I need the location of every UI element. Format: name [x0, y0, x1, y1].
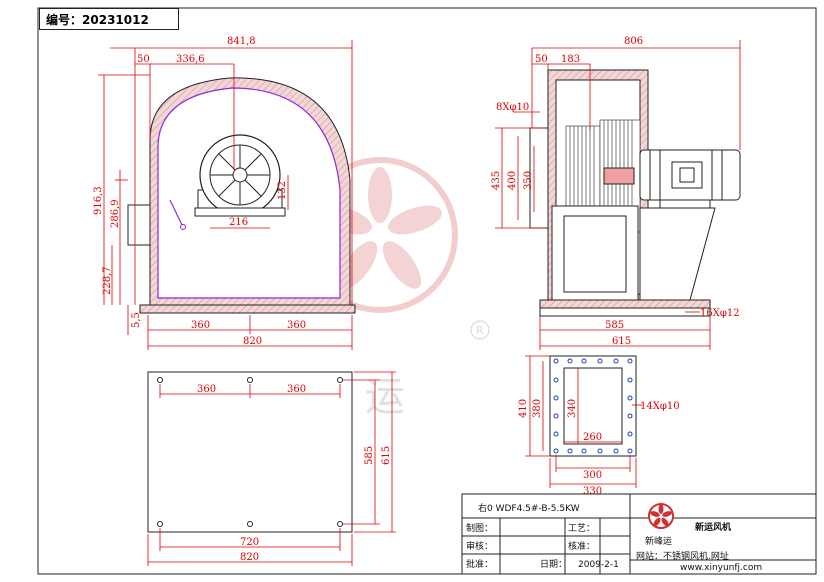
flange-detail: 410 380 340 14Xφ10 260 300 330 — [518, 355, 680, 497]
title-row-2-label: 审核： — [466, 540, 493, 552]
dim-front-half-right: 360 — [287, 320, 306, 331]
dim-flange-w300: 300 — [583, 470, 602, 481]
dim-motor-small: 132 — [277, 181, 288, 200]
drawing-border — [37, 7, 817, 575]
title-model: 右0 WDF4.5#-B-5.5KW — [478, 502, 580, 514]
watermark-registered-circle — [470, 320, 490, 340]
motor-stand — [639, 207, 716, 301]
dim-plan-top-left: 360 — [197, 384, 216, 395]
title-block: 右0 WDF4.5#-B-5.5KW 制图： 工艺： 审核： 核准： 批准： 日… — [461, 493, 817, 575]
side-base-plate — [539, 299, 711, 309]
dim-side-base-inner: 585 — [605, 320, 624, 331]
dim-plan-bottom-inner: 720 — [240, 537, 259, 548]
title-row-1-right-label: 工艺： — [568, 523, 595, 534]
front-view: 841,8 50 336,6 916,3 286,9 228,7 5,5 360… — [93, 36, 356, 350]
dim-plan-bottom-outer: 820 — [240, 552, 259, 563]
company-name: 新运风机 — [695, 521, 731, 533]
dim-flange-h340: 340 — [567, 399, 578, 418]
motor-side — [639, 149, 741, 209]
dim-flange-holes: 14Xφ10 — [640, 401, 680, 412]
serial-value: 20231012 — [82, 13, 149, 27]
title-block-frame — [461, 493, 817, 575]
hub-red — [603, 167, 635, 185]
serial-label: 编号： — [46, 13, 83, 27]
dim-plan-top-right: 360 — [287, 384, 306, 395]
dim-flange-w330: 330 — [583, 486, 602, 497]
dim-front-outlet-height: 286,9 — [110, 199, 121, 228]
motor-front — [194, 134, 286, 217]
title-row-2-right-label: 核准： — [568, 540, 595, 552]
dim-side-bolt-note: 8Xφ10 — [496, 102, 529, 113]
website-label: 网站：不锈钢风机.网址 — [636, 550, 729, 562]
dim-side-base-holes: 16Xφ12 — [700, 308, 740, 319]
dim-front-total-width: 841,8 — [227, 36, 256, 47]
logo-text: 新峰运 — [645, 535, 672, 547]
dim-side-h350: 350 — [523, 171, 534, 190]
tongue-line — [169, 199, 183, 226]
company-logo — [648, 503, 674, 529]
drain-point — [180, 224, 186, 230]
title-row-3-label: 批准： — [466, 558, 493, 570]
flange-holes — [553, 358, 633, 454]
dim-flange-h410: 410 — [518, 399, 529, 418]
dim-flange-h380: 380 — [532, 399, 543, 418]
title-date: 2009-2-1 — [578, 560, 619, 570]
side-outlet-inner — [563, 215, 627, 293]
dim-plan-height-outer: 615 — [381, 446, 392, 465]
side-view: 806 50 183 8Xφ10 435 400 350 16Xφ12 585 … — [491, 36, 741, 350]
dim-front-offset: 50 — [137, 54, 150, 65]
dim-side-base-outer: 615 — [612, 336, 631, 347]
front-base-plate — [139, 304, 356, 314]
dim-side-offset: 50 — [535, 54, 548, 65]
website-url: www.xinyunfj.com — [680, 563, 762, 573]
title-row-1-label: 制图： — [466, 522, 493, 534]
dim-plan-height-inner: 585 — [364, 446, 375, 465]
dim-side-h400: 400 — [507, 171, 518, 190]
dim-flange-w260: 260 — [583, 432, 602, 443]
dim-side-inner: 183 — [561, 54, 580, 65]
dim-front-to-center: 336,6 — [176, 54, 205, 65]
side-base-frame — [539, 307, 711, 317]
base-plan: 360 360 585 615 720 820 — [147, 371, 396, 566]
dim-front-base-width: 820 — [243, 336, 262, 347]
dim-side-h435: 435 — [491, 171, 502, 190]
serial-box: 编号：20231012 — [39, 8, 179, 30]
base-plan-outline — [147, 371, 353, 533]
dim-front-height-total: 916,3 — [93, 186, 104, 215]
dim-front-base-gap: 5,5 — [131, 312, 142, 328]
dim-motor-width: 216 — [229, 217, 248, 228]
flange-inner — [563, 367, 623, 445]
title-row-3-right-label: 日期： — [540, 559, 567, 570]
dim-front-half-left: 360 — [191, 320, 210, 331]
dim-front-inlet-low: 228,7 — [102, 266, 113, 295]
watermark-registered: R — [476, 324, 484, 337]
dim-side-total-depth: 806 — [624, 36, 643, 47]
outlet-flange — [127, 204, 151, 246]
